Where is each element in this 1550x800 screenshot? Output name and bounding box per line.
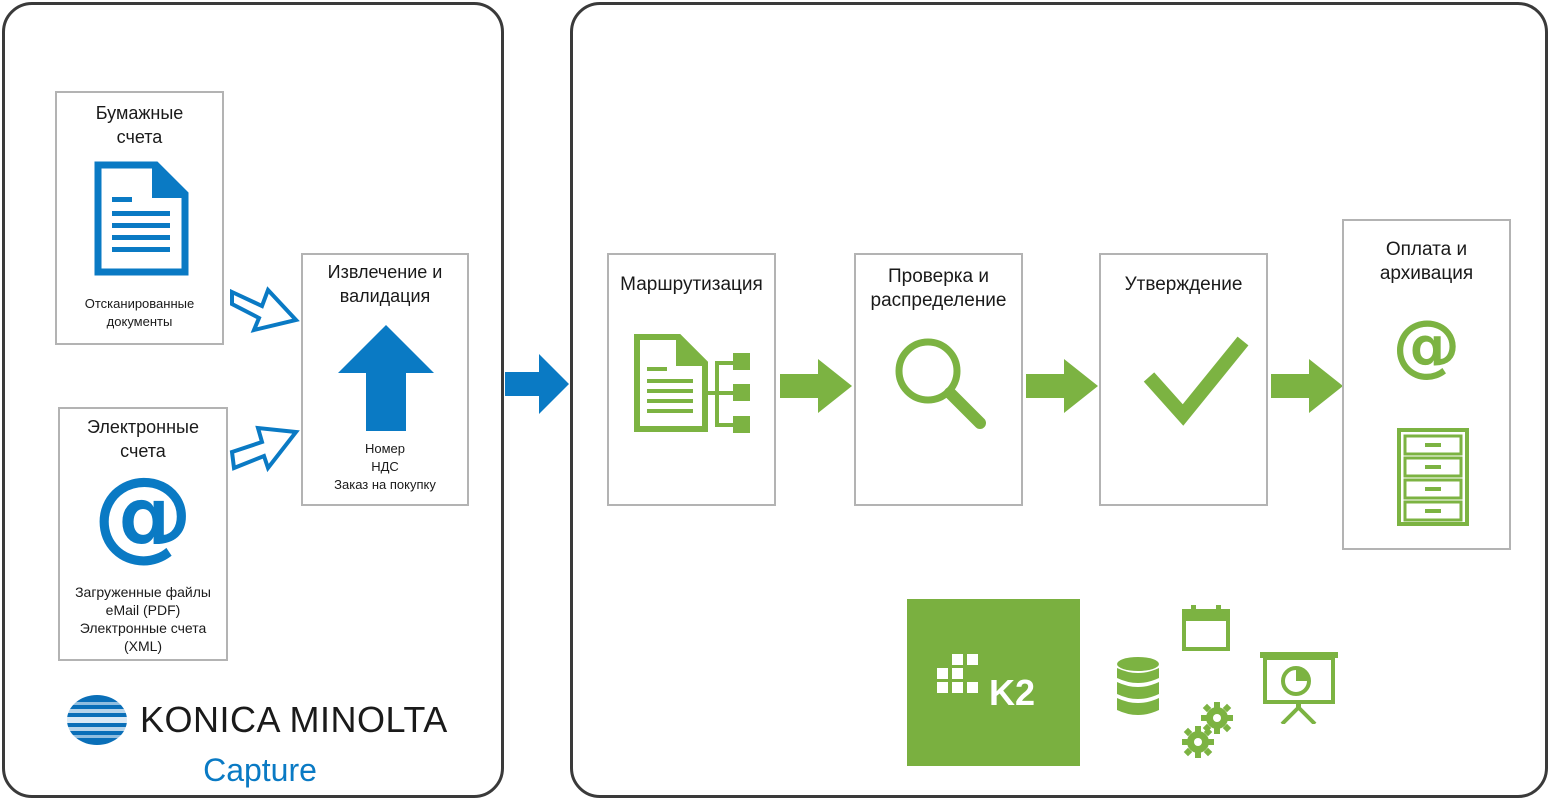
gears-icon <box>1181 700 1235 760</box>
hollow-arrow-icon <box>228 276 300 334</box>
capture-product-name: Capture <box>203 752 317 788</box>
konica-minolta-globe-icon <box>66 694 128 746</box>
step-label: Утверждение <box>1124 274 1243 295</box>
step-label: Оплата и архивация <box>1379 239 1474 284</box>
at-sign-icon: @ <box>1392 306 1461 385</box>
paper-invoices-title: Бумажные счета <box>95 103 184 147</box>
document-icon <box>94 161 189 276</box>
step-routing-box: Маршрутизация <box>607 253 776 506</box>
database-icon <box>1115 656 1161 718</box>
extraction-caption: Номер НДС Заказ на покупку <box>334 441 436 492</box>
step-payment-box: Оплата и архивация @ <box>1342 219 1511 550</box>
at-sign-icon: @ <box>93 455 193 572</box>
green-arrow-icon <box>1271 359 1343 413</box>
step-check-box: Проверка и распределение <box>854 253 1023 506</box>
electronic-invoices-title: Электронные счета <box>86 417 200 461</box>
paper-invoices-caption: Отсканированные документы <box>84 296 195 329</box>
k2-squares-icon <box>937 654 978 693</box>
k2-logo: K2 <box>907 599 1080 766</box>
green-arrow-icon <box>780 359 852 413</box>
hollow-arrow-icon <box>228 420 300 480</box>
calendar-icon <box>1181 603 1231 653</box>
checkmark-icon <box>1143 333 1249 429</box>
k2-wordmark: K2 <box>989 672 1036 713</box>
magnifier-icon <box>892 335 988 431</box>
step-label: Маршрутизация <box>620 274 763 295</box>
extraction-box: Извлечение и валидация Номер НДС Заказ н… <box>301 253 469 506</box>
extraction-title: Извлечение и валидация <box>327 262 443 306</box>
panel-connector-arrow-icon <box>505 354 569 414</box>
paper-invoices-box: Бумажные счета Отсканированные документы <box>55 91 224 345</box>
presentation-chart-icon <box>1260 650 1338 724</box>
up-arrow-icon <box>338 325 434 431</box>
konica-minolta-wordmark: KONICA MINOLTA <box>140 699 448 740</box>
step-label: Проверка и распределение <box>870 266 1007 311</box>
filing-cabinet-icon <box>1396 427 1470 527</box>
electronic-invoices-caption: Загруженные файлы eMail (PDF) Электронны… <box>75 584 211 654</box>
electronic-invoices-box: Электронные счета @ Загруженные файлы eM… <box>58 407 228 661</box>
green-arrow-icon <box>1026 359 1098 413</box>
step-approval-box: Утверждение <box>1099 253 1268 506</box>
routing-document-icon <box>633 333 755 433</box>
